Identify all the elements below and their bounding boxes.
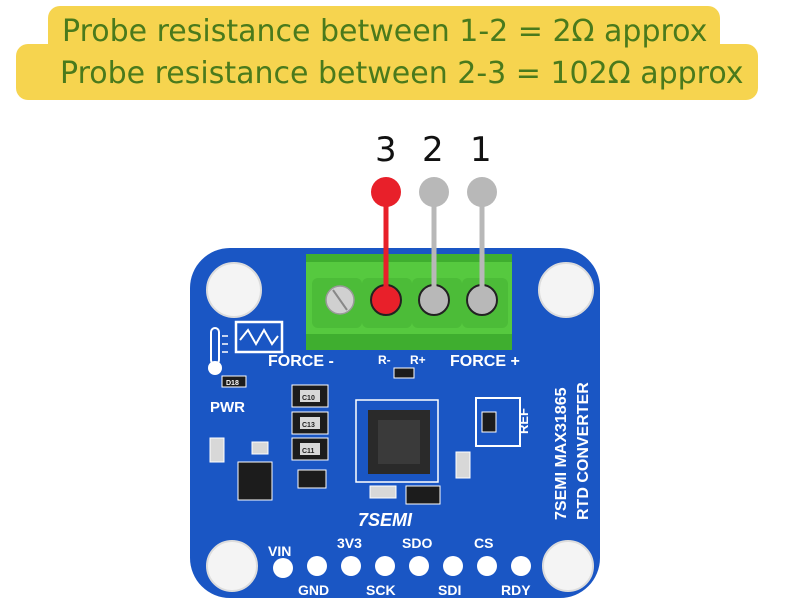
label-force-minus: FORCE -: [268, 353, 334, 370]
resistor-r-plus: [393, 367, 415, 379]
board-title-line-2: RTD CONVERTER: [575, 382, 592, 520]
pin-number-2: 2: [422, 130, 444, 170]
cap-left-1: [209, 437, 225, 463]
mounting-hole-top-left: [206, 262, 262, 318]
pad-cs: [477, 556, 497, 576]
pin-number-3: 3: [375, 130, 397, 170]
pin-label-rdy: RDY: [501, 582, 531, 598]
chip-bottom: [405, 485, 441, 505]
wire-gray-1-tip: [467, 177, 497, 207]
label-force-plus: FORCE +: [450, 353, 520, 370]
pin-number-1: 1: [470, 130, 492, 170]
wire-gray-2-tip: [419, 177, 449, 207]
mounting-hole-bottom-right: [542, 540, 594, 592]
pin-label-gnd: GND: [298, 582, 329, 598]
pin-label-cs: CS: [474, 535, 493, 551]
rtd-sensor-icon: [234, 320, 284, 354]
banner-line-1: Probe resistance between 1-2 = 2Ω approx: [62, 14, 708, 49]
pin-label-sck: SCK: [366, 582, 396, 598]
pin-label-sdi: SDI: [438, 582, 461, 598]
cap-right: [455, 451, 471, 479]
mounting-hole-bottom-left: [206, 540, 258, 592]
pad-sck: [375, 556, 395, 576]
svg-text:C11: C11: [302, 448, 315, 455]
label-pwr: PWR: [210, 399, 245, 416]
board-title-line-1: 7SEMI MAX31865: [553, 387, 570, 520]
pad-sdo: [409, 556, 429, 576]
capacitor-column: C10 C13 C11: [291, 384, 329, 489]
max31865-chip: [355, 399, 439, 483]
led-mark: D18: [226, 380, 239, 387]
banner-bottom: [16, 44, 758, 100]
thermometer-icon: [208, 327, 228, 375]
pad-sdi: [443, 556, 463, 576]
cap-left-2: [251, 441, 269, 455]
pin-label-vin: VIN: [268, 543, 291, 559]
pad-3v3: [341, 556, 361, 576]
label-r-plus: R+: [410, 353, 426, 367]
pad-rdy: [511, 556, 531, 576]
cap-bottom-1: [369, 485, 397, 499]
label-ref: REF: [516, 408, 531, 434]
mounting-hole-top-right: [538, 262, 594, 318]
terminal-block: [306, 254, 512, 350]
banner-line-2: Probe resistance between 2-3 = 102Ω appr…: [60, 56, 744, 91]
ref-resistor: [475, 397, 521, 447]
pad-gnd: [307, 556, 327, 576]
brand-logo: 7SEMI: [358, 510, 413, 530]
label-r-minus: R-: [378, 353, 391, 367]
regulator-chip: [237, 461, 273, 501]
svg-text:C13: C13: [302, 422, 315, 429]
wire-red-tip: [371, 177, 401, 207]
led-d18: [221, 375, 247, 388]
svg-text:C10: C10: [302, 395, 315, 402]
pin-label-sdo: SDO: [402, 535, 432, 551]
pin-label-3v3: 3V3: [337, 535, 362, 551]
pad-vin: [273, 558, 293, 578]
